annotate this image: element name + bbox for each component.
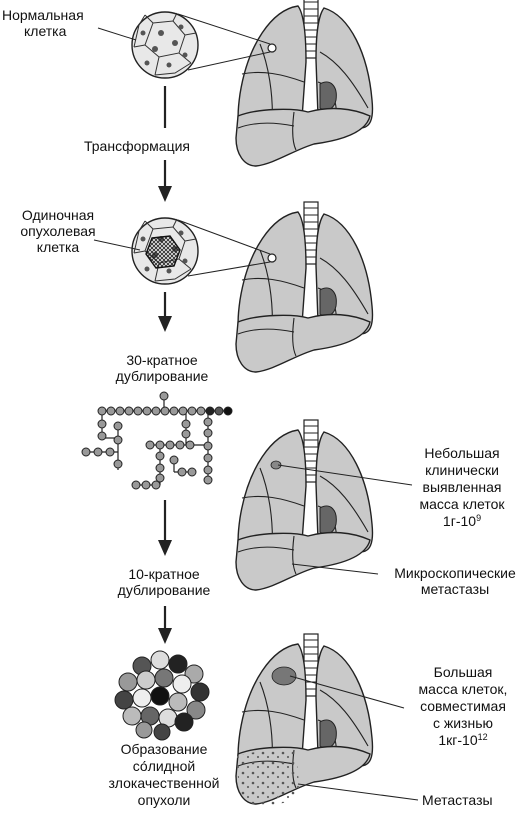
solid-tumor-label: Образование со́лидной злокачественной оп… [108, 741, 220, 808]
zoom-line [177, 13, 271, 45]
normal-cell-locus [267, 43, 277, 53]
tumor-cell-locus [267, 253, 277, 263]
doubling-10-label: 10-кратное дублирование [117, 566, 211, 598]
arrow-head [158, 540, 172, 556]
tumor-cell-lungs [235, 201, 374, 373]
arrow-head [158, 316, 172, 332]
normal-cell-illustration [131, 11, 199, 79]
micro-metastases-pointer [291, 563, 379, 575]
tumor-cell-illustration [131, 217, 199, 285]
transformation-label: Трансформация [84, 138, 190, 154]
large-tumor-mass [271, 666, 297, 686]
arrow-head [158, 628, 172, 644]
normal-cell-label: Нормальная клетка [2, 7, 84, 39]
micro-metastases-label: Микроскопические метастазы [394, 565, 516, 597]
zoom-line [187, 51, 271, 71]
zoom-line [187, 261, 271, 277]
metastases-label: Метастазы [422, 792, 493, 808]
metastases-dots [236, 750, 300, 806]
normal-cell-pointer [97, 27, 137, 41]
small-mass-pointer [277, 464, 413, 486]
metastases-pointer [297, 783, 419, 801]
small-mass-label: Небольшая клинически выявленная масса кл… [419, 445, 505, 529]
single-tumor-cell-label: Одиночная опухолевая клетка [20, 207, 96, 255]
arrow-head [158, 186, 172, 202]
large-mass-pointer [289, 675, 405, 709]
zoom-line [177, 219, 271, 255]
normal-cell-lungs [235, 0, 374, 167]
solid-tumor-ball [114, 650, 210, 741]
small-mass-lungs [235, 419, 374, 591]
doubling-30-label: 30-кратное дублирование [115, 352, 209, 384]
cell-doubling-beads [81, 391, 233, 490]
large-mass-label: Большая масса клеток, совместимая с жизн… [418, 664, 508, 748]
tumor-cell-pointer [93, 239, 141, 251]
